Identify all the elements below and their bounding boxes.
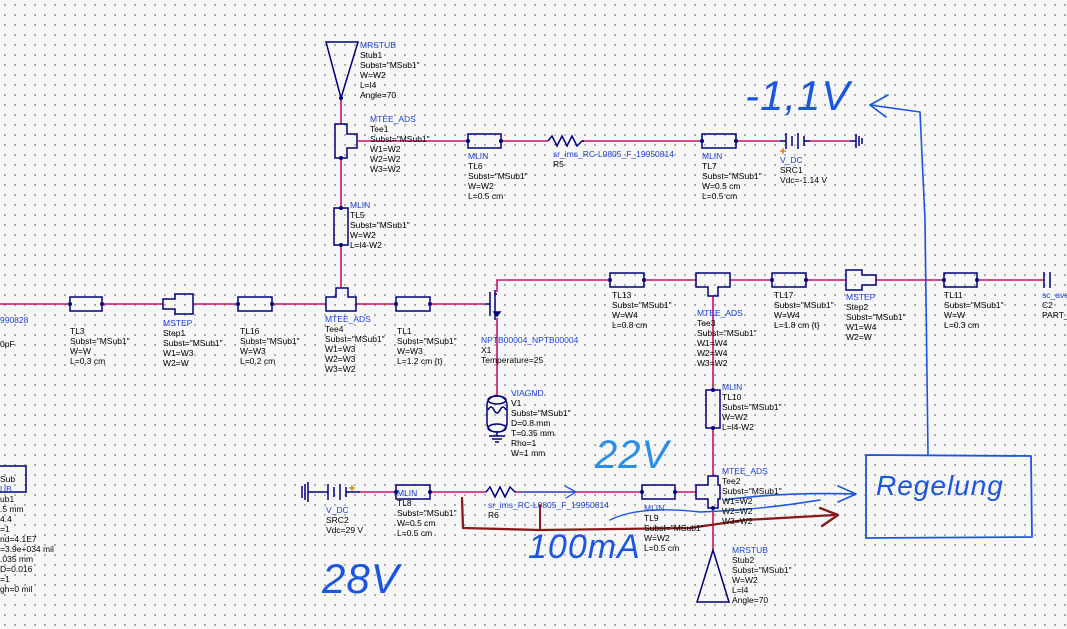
current-loop-scribble <box>609 499 821 521</box>
tee3-symbol[interactable] <box>695 272 731 297</box>
r6-arrow <box>519 485 577 499</box>
annotation-gate-voltage: -1,1V <box>745 72 851 119</box>
port-markers <box>349 148 786 491</box>
feedback-arrowhead <box>869 94 889 118</box>
msub-box[interactable] <box>0 465 27 493</box>
node-dots <box>68 96 979 510</box>
tl3-symbol[interactable] <box>69 296 103 312</box>
mrstub1-symbol[interactable] <box>325 41 360 101</box>
src1-symbol[interactable] <box>780 133 810 149</box>
regelung-box[interactable] <box>865 454 1033 539</box>
feedback-line <box>869 104 929 455</box>
tl10-symbol[interactable] <box>705 389 721 429</box>
tl11-symbol[interactable] <box>943 272 978 288</box>
current-sense-path <box>460 496 837 532</box>
x1-transistor-symbol[interactable] <box>486 290 502 320</box>
tl5-symbol[interactable] <box>333 207 349 246</box>
r6-symbol[interactable] <box>485 485 516 499</box>
v1-via-symbol[interactable] <box>486 395 508 443</box>
tl9-symbol[interactable] <box>641 484 676 500</box>
stub2-symbol[interactable] <box>695 547 731 603</box>
c2-symbol[interactable] <box>1043 272 1051 288</box>
r5-symbol[interactable] <box>547 134 584 148</box>
tee1-symbol[interactable] <box>334 123 358 159</box>
wires <box>0 98 1044 550</box>
tl1-symbol[interactable] <box>395 296 431 312</box>
current-sense-arrowhead <box>818 506 840 528</box>
step2-symbol[interactable] <box>845 269 877 291</box>
tl13-symbol[interactable] <box>609 272 645 288</box>
tee2-to-box-arrow <box>724 485 857 503</box>
tl17-symbol[interactable] <box>771 272 807 288</box>
hand-annotations <box>460 94 1033 539</box>
step1-symbol[interactable] <box>162 293 194 315</box>
tee4-symbol[interactable] <box>325 287 357 312</box>
tee2-symbol[interactable] <box>695 475 721 509</box>
annotation-drain-voltage: 22V <box>595 433 670 477</box>
tl6-symbol[interactable] <box>467 133 502 149</box>
annotation-current: 100mA <box>528 528 641 566</box>
annotation-supply-voltage: 28V <box>322 555 400 602</box>
annotation-regelung: Regelung <box>876 470 1004 501</box>
tl16-symbol[interactable] <box>237 296 273 312</box>
src2-symbol[interactable] <box>301 482 360 502</box>
ground1-symbol <box>850 134 863 148</box>
tl7-symbol[interactable] <box>701 133 737 149</box>
